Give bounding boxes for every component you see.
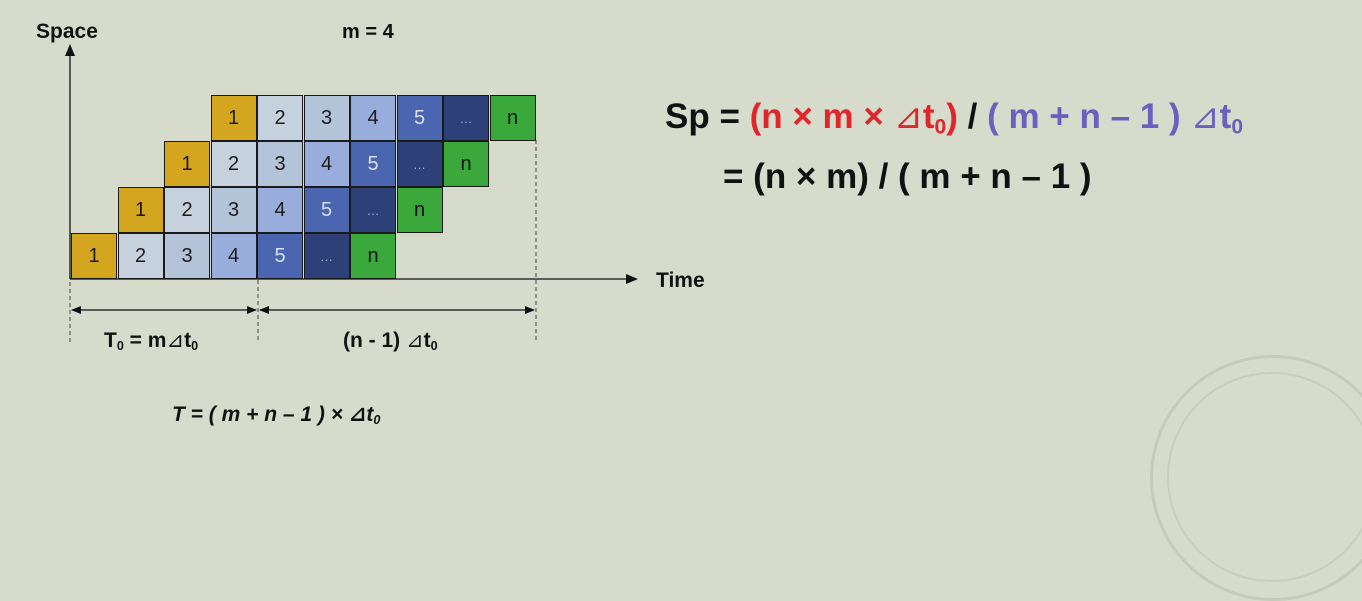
pipeline-cell: 1 bbox=[210, 95, 257, 141]
time-axis-label: Time bbox=[656, 269, 705, 292]
t0-bracket-right-arrow bbox=[247, 306, 257, 314]
pipeline-cell: 4 bbox=[303, 141, 350, 187]
pipeline-cell: 5 bbox=[303, 187, 350, 233]
space-axis-arrow bbox=[65, 44, 75, 56]
pipeline-cell: 2 bbox=[257, 95, 303, 141]
pipeline-cell: 3 bbox=[303, 95, 350, 141]
pipeline-cell: 2 bbox=[117, 233, 164, 279]
t0-bracket-left-arrow bbox=[71, 306, 81, 314]
speedup-formula: Sp = (n × m × ⊿t0) / ( m + n – 1 ) ⊿t0 =… bbox=[665, 92, 1243, 202]
pipeline-cell: … bbox=[303, 233, 350, 279]
pipeline-diagram bbox=[65, 44, 638, 342]
pipeline-cell: n bbox=[350, 233, 396, 279]
pipeline-cell: 2 bbox=[210, 141, 257, 187]
pipeline-cell: 4 bbox=[210, 233, 257, 279]
speedup-formula-line1: Sp = (n × m × ⊿t0) / ( m + n – 1 ) ⊿t0 bbox=[665, 97, 1243, 139]
pipeline-cell: … bbox=[396, 141, 443, 187]
pipeline-cell: … bbox=[350, 187, 396, 233]
pipeline-cell: n bbox=[489, 95, 536, 141]
total-time-formula: T = ( m + n – 1 ) × ⊿t0 bbox=[172, 403, 381, 428]
pipeline-cell: 4 bbox=[257, 187, 303, 233]
speedup-formula-line2: = (n × m) / ( m + n – 1 ) bbox=[723, 157, 1092, 197]
seal-inner-ring bbox=[1167, 372, 1362, 582]
t0-bracket-label: T0 = m⊿t0 bbox=[104, 329, 199, 354]
nt-bracket-left-arrow bbox=[259, 306, 269, 314]
pipeline-cell: 5 bbox=[396, 95, 443, 141]
pipeline-cell: 5 bbox=[257, 233, 303, 279]
stage-count-label: m = 4 bbox=[342, 21, 394, 43]
pipeline-cell: 5 bbox=[350, 141, 396, 187]
pipeline-cell: … bbox=[443, 95, 489, 141]
pipeline-cell: 1 bbox=[71, 233, 117, 279]
time-axis-arrow bbox=[626, 274, 638, 284]
space-axis-label: Space bbox=[36, 20, 98, 43]
pipeline-cell: n bbox=[443, 141, 489, 187]
pipeline-cell: 4 bbox=[350, 95, 396, 141]
pipeline-cell: 2 bbox=[164, 187, 210, 233]
pipeline-cell: n bbox=[396, 187, 443, 233]
pipeline-cell: 3 bbox=[164, 233, 210, 279]
pipeline-cell: 1 bbox=[164, 141, 210, 187]
pipeline-cell: 1 bbox=[117, 187, 164, 233]
pipeline-cell: 3 bbox=[257, 141, 303, 187]
nt-bracket-right-arrow bbox=[525, 306, 535, 314]
nt-bracket-label: (n - 1) ⊿t0 bbox=[343, 329, 438, 354]
pipeline-cell: 3 bbox=[210, 187, 257, 233]
